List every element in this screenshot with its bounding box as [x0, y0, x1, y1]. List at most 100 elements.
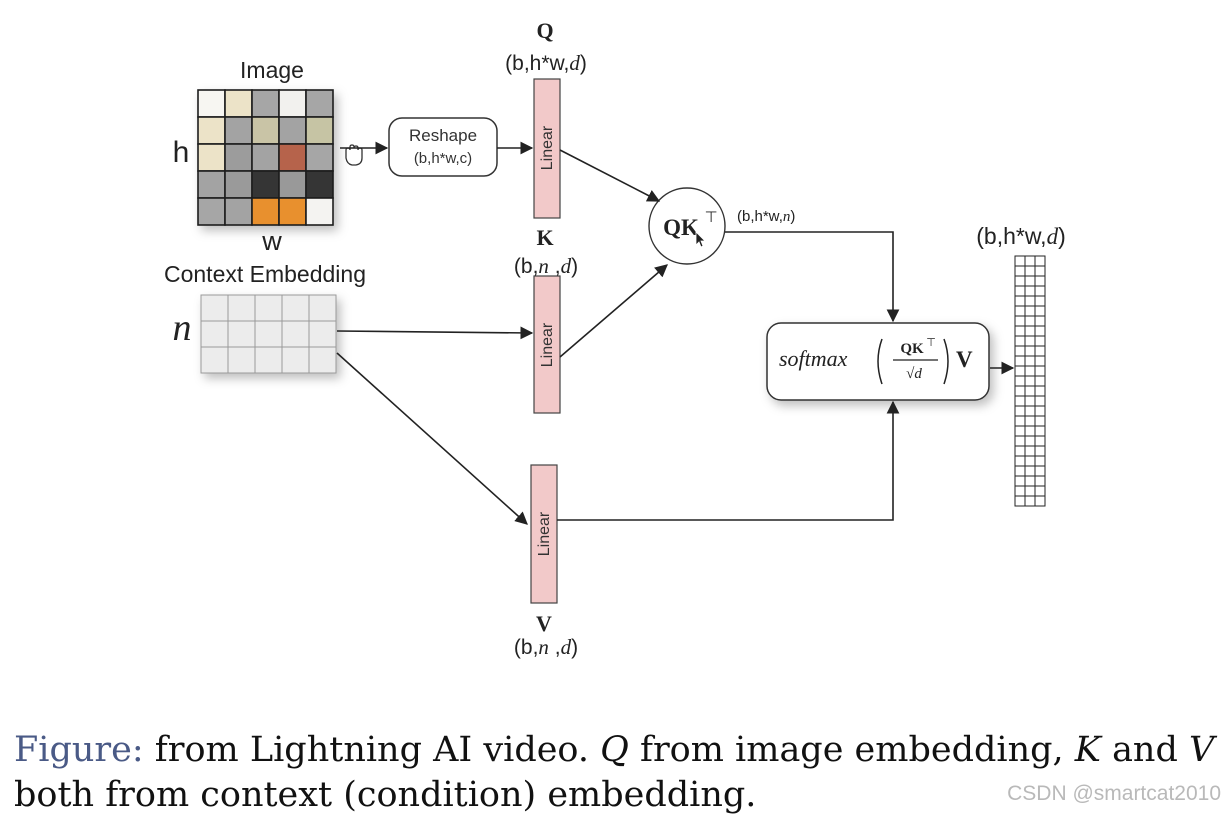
output-cell: [1024, 315, 1036, 327]
caption-q: Q: [600, 730, 629, 770]
image-pixel: [197, 170, 226, 199]
caption-part-3: and: [1100, 730, 1190, 770]
context-cell: [254, 294, 283, 322]
output-cell: [1024, 465, 1036, 477]
output-cell: [1034, 255, 1046, 267]
output-cell: [1014, 265, 1026, 277]
mouse-cursor-icon: [695, 231, 706, 248]
output-cell: [1024, 265, 1036, 277]
output-cell: [1034, 415, 1046, 427]
output-cell: [1034, 475, 1046, 487]
reshape-box: [388, 117, 498, 177]
v-linear-layer: [530, 464, 558, 604]
output-cell: [1014, 365, 1026, 377]
context-cell: [308, 294, 337, 322]
arrow-v-linear-to-softmax: [557, 400, 900, 521]
output-cell: [1014, 495, 1026, 507]
softmax-right-paren: [943, 338, 949, 385]
output-cell: [1014, 275, 1026, 287]
image-pixel: [278, 143, 307, 172]
output-cell: [1034, 265, 1046, 277]
output-cell: [1024, 275, 1036, 287]
image-pixel: [278, 116, 307, 145]
q-linear-layer: [533, 78, 561, 219]
output-cell: [1024, 435, 1036, 447]
hand-cursor-icon: [345, 144, 363, 166]
image-pixel: [251, 143, 280, 172]
k-linear-layer: [533, 275, 561, 414]
image-pixel-grid: [197, 89, 334, 226]
arrow-qk-to-softmax: [725, 231, 900, 323]
image-pixel: [224, 89, 253, 118]
output-cell: [1024, 255, 1036, 267]
context-cell: [254, 320, 283, 348]
context-cell: [227, 346, 256, 374]
output-cell: [1014, 425, 1026, 437]
arrow-k-linear-to-qk: [559, 264, 668, 358]
output-cell: [1024, 295, 1036, 307]
output-cell: [1034, 355, 1046, 367]
output-cell: [1034, 455, 1046, 467]
output-cell: [1034, 365, 1046, 377]
softmax-func: softmax: [779, 346, 848, 371]
output-cell: [1014, 375, 1026, 387]
output-cell: [1034, 485, 1046, 497]
output-cell: [1024, 485, 1036, 497]
image-pixel: [251, 170, 280, 199]
v-dims: (b,n ,d): [514, 635, 578, 659]
context-cell: [227, 294, 256, 322]
output-cell: [1034, 445, 1046, 457]
caption-lead: Figure:: [14, 730, 144, 770]
arrow-context-to-k-linear: [336, 326, 534, 340]
output-cell: [1014, 475, 1026, 487]
output-cell: [1024, 425, 1036, 437]
qk-matmul-node: [648, 187, 726, 265]
output-cell: [1014, 455, 1026, 467]
context-cell: [308, 346, 337, 374]
output-cell: [1034, 305, 1046, 317]
image-pixel: [305, 197, 334, 226]
output-cell: [1014, 325, 1026, 337]
image-pixel: [224, 197, 253, 226]
context-cell: [281, 294, 310, 322]
image-pixel: [197, 143, 226, 172]
output-cell: [1024, 415, 1036, 427]
image-pixel: [197, 116, 226, 145]
context-cell: [281, 346, 310, 374]
v-linear-label: Linear: [536, 511, 553, 556]
output-cell: [1024, 395, 1036, 407]
output-cell: [1034, 405, 1046, 417]
image-pixel: [224, 143, 253, 172]
q-dims: (b,h*w,d): [505, 51, 587, 75]
caption-line-2: both from context (condition) embedding.: [14, 775, 757, 815]
output-cell: [1024, 445, 1036, 457]
arrow-q-linear-to-qk: [559, 149, 661, 202]
figure-caption: Figure: from Lightning AI video. Q from …: [14, 728, 1224, 818]
context-cell: [200, 346, 229, 374]
output-cell: [1034, 275, 1046, 287]
output-cell: [1034, 495, 1046, 507]
caption-part-2: from image embedding,: [628, 730, 1075, 770]
context-cell: [281, 320, 310, 348]
output-cell: [1024, 345, 1036, 357]
output-cell: [1034, 435, 1046, 447]
image-pixel: [305, 89, 334, 118]
k-linear-label: Linear: [539, 322, 556, 367]
output-cell: [1024, 365, 1036, 377]
v-letter: V: [536, 611, 552, 636]
q-linear-label: Linear: [539, 125, 556, 170]
output-cell: [1014, 335, 1026, 347]
output-cell: [1014, 355, 1026, 367]
softmax-left-paren: [877, 338, 883, 385]
image-h-label: h: [173, 136, 190, 169]
output-cell: [1014, 435, 1026, 447]
caption-k: K: [1074, 730, 1101, 770]
image-pixel: [305, 170, 334, 199]
output-cell: [1024, 385, 1036, 397]
softmax-v: V: [956, 347, 973, 372]
output-cell: [1024, 325, 1036, 337]
image-pixel: [305, 143, 334, 172]
output-cell: [1034, 385, 1046, 397]
output-cell: [1034, 375, 1046, 387]
output-cell: [1014, 415, 1026, 427]
